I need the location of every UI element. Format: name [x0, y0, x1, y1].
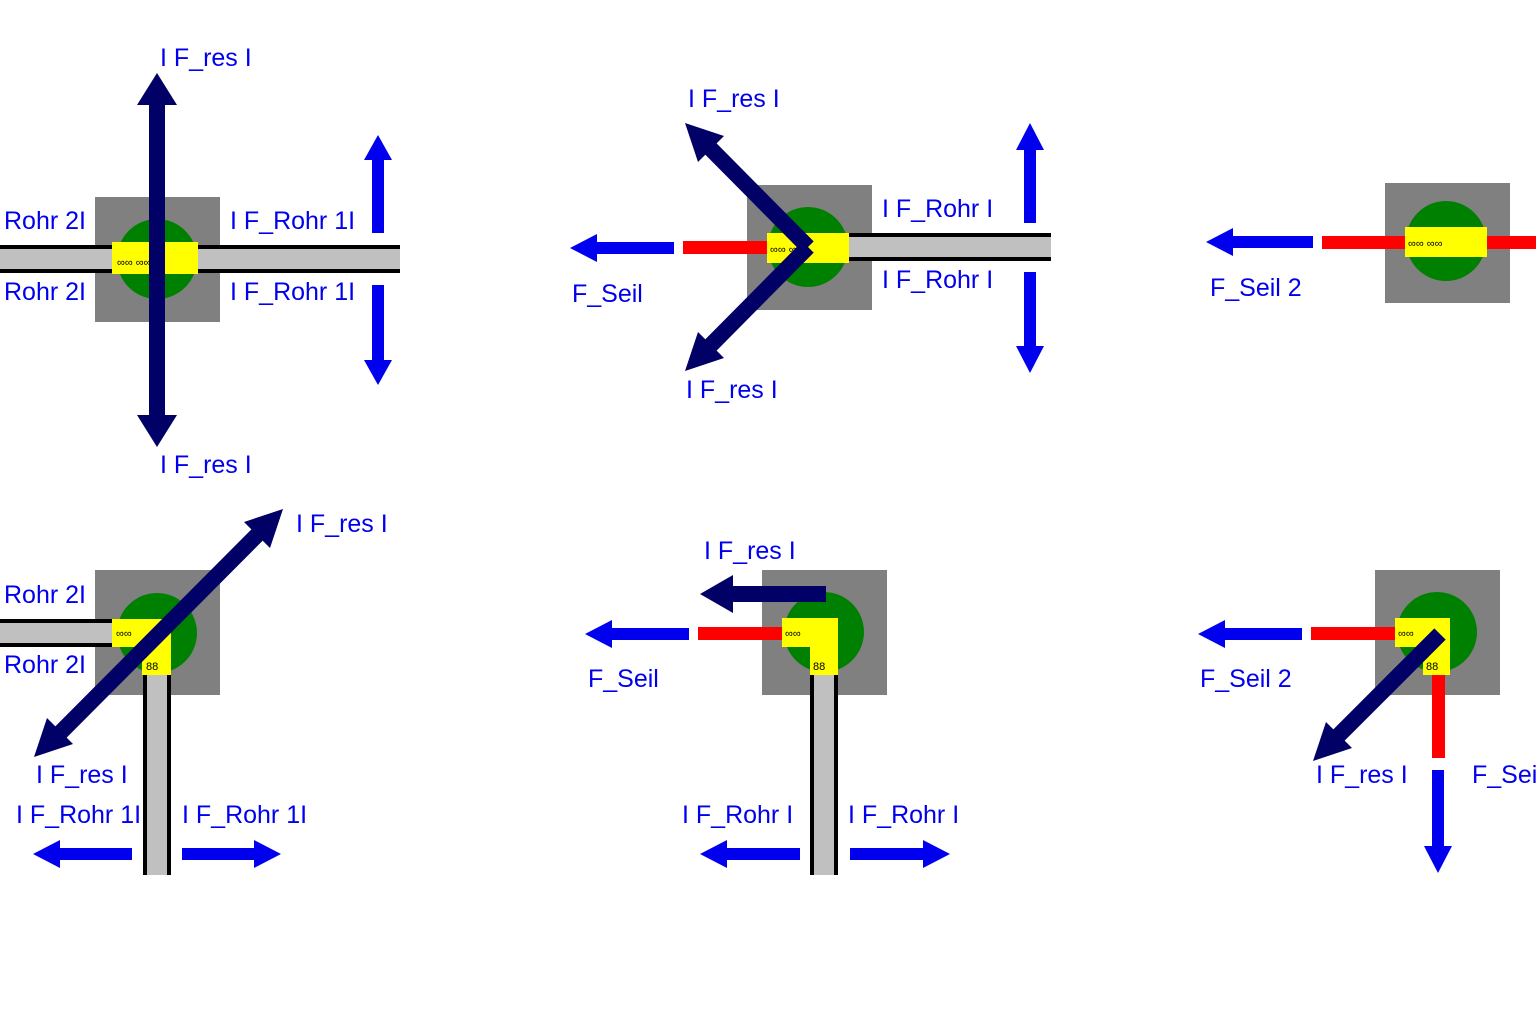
- label-res: I F_res I: [704, 537, 796, 565]
- label-res-bottom: I F_res I: [160, 451, 252, 479]
- label-rohr-right: I F_Rohr I: [848, 801, 959, 829]
- label-rohr-bottom: I F_Rohr I: [882, 266, 993, 294]
- clamp-dots: ∞∞: [1398, 628, 1414, 640]
- clamp-dots: ∞∞: [116, 628, 132, 640]
- label-seil: F_Seil: [588, 665, 659, 693]
- component-arrow-down: [1016, 272, 1044, 373]
- clamp-dots: 88: [1426, 661, 1438, 673]
- rope-icon: [1311, 627, 1401, 640]
- resultant-arrow-left: [700, 575, 826, 613]
- clamp-icon: ∞∞ ∞∞: [1405, 227, 1487, 257]
- label-rohr1-right: I F_Rohr 1I: [182, 801, 307, 829]
- label-rohr2-top: Rohr 2I: [4, 581, 86, 609]
- resultant-arrow-down-left: [685, 241, 814, 371]
- label-res-top: I F_res I: [688, 85, 780, 113]
- resultant-arrow-vertical: [137, 73, 177, 447]
- label-rohr2-bottom: Rohr 2I: [4, 651, 86, 679]
- label-seil: F_Seil: [572, 280, 643, 308]
- clamp-dots: ∞∞ ∞∞: [1408, 238, 1442, 250]
- rope-icon: [698, 627, 788, 640]
- component-arrow-right: [182, 840, 281, 868]
- panel-rope-pipe-junction: ∞∞ ∞∞ I F_res I I F_Rohr I F_Seil I F_Ro…: [570, 85, 1051, 404]
- label-res: I F_res I: [1316, 761, 1408, 789]
- clamp-dots: ∞∞ ∞∞: [117, 257, 151, 269]
- panel-corner-pipe-junction: ∞∞ 88 I F_res I Rohr 2I Rohr 2I I F_res …: [0, 509, 388, 875]
- label-res-top: I F_res I: [160, 44, 252, 72]
- component-arrow-left: [33, 840, 132, 868]
- clamp-dots: ∞∞: [785, 628, 801, 640]
- clamp-icon: ∞∞ 88: [782, 618, 838, 675]
- resultant-arrow-diagonal: [34, 509, 283, 757]
- component-arrow-left: [570, 234, 674, 262]
- label-rohr-left: I F_Rohr I: [682, 801, 793, 829]
- label-res-top: I F_res I: [296, 510, 388, 538]
- label-rohr1-bottom: I F_Rohr 1I: [230, 278, 355, 306]
- label-seil2: F_Seil 2: [1200, 665, 1292, 693]
- component-arrow-left: [585, 620, 689, 648]
- pipe-icon: [810, 640, 838, 875]
- label-rohr1-left: I F_Rohr 1I: [16, 801, 141, 829]
- label-rohr1-top: I F_Rohr 1I: [230, 207, 355, 235]
- label-seil2: F_Seil 2: [1210, 274, 1302, 302]
- rope-icon-vertical: [1432, 660, 1445, 758]
- label-res-bottom: I F_res I: [36, 761, 128, 789]
- label-rohr-top: I F_Rohr I: [882, 195, 993, 223]
- clamp-dots: 88: [146, 661, 158, 673]
- panel-cross-junction: ∞∞ ∞∞ I F_res I Rohr 2I I F_Rohr 1I Rohr…: [0, 44, 400, 479]
- component-arrow-down: [1424, 770, 1452, 873]
- label-rohr2-bottom: Rohr 2I: [4, 278, 86, 306]
- component-arrow-down: [364, 285, 392, 385]
- component-arrow-up: [364, 135, 392, 233]
- component-arrow-left: [1206, 228, 1313, 256]
- pipe-icon: [0, 245, 400, 273]
- component-arrow-left: [1198, 620, 1302, 648]
- label-seil-right: F_Sei: [1472, 761, 1536, 789]
- label-rohr2-top: Rohr 2I: [4, 207, 86, 235]
- resultant-arrow-up-left: [685, 123, 814, 253]
- panel-corner-rope-rope-junction: ∞∞ 88 F_Seil 2 I F_res I F_Sei: [1198, 570, 1536, 873]
- panel-corner-rope-pipe-junction: ∞∞ 88 I F_res I F_Seil I F_Rohr I I F_Ro…: [585, 537, 959, 875]
- label-res-bottom: I F_res I: [686, 376, 778, 404]
- component-arrow-up: [1016, 123, 1044, 223]
- clamp-dots: 88: [813, 661, 825, 673]
- component-arrow-right-bottom: [850, 840, 950, 868]
- resultant-arrow-diagonal: [1313, 628, 1446, 761]
- component-arrow-left-bottom: [700, 840, 800, 868]
- panel-rope-rope-junction: ∞∞ ∞∞ F_Seil 2: [1206, 183, 1536, 303]
- rope-icon: [683, 241, 773, 254]
